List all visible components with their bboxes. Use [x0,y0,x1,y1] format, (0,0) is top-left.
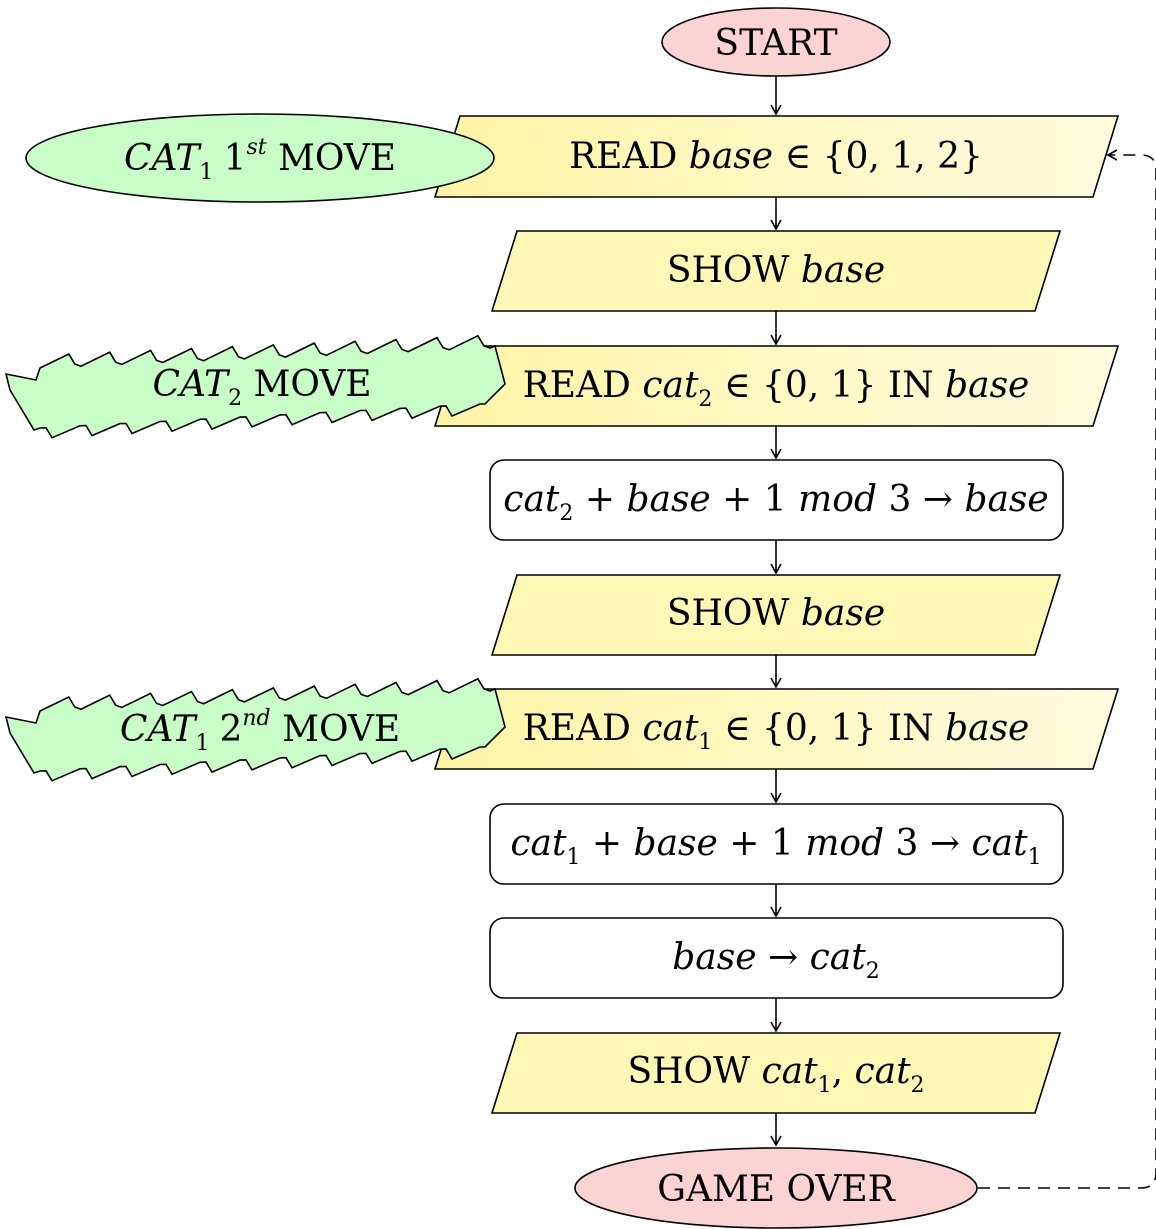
show-base-label-1: SHOW base [667,250,885,291]
calc-cat1-node: cat1 + base + 1 mod 3 → cat1 [489,803,1064,885]
comment-cat1-second-name: CAT [120,709,199,750]
comment-cat1-second-sup: nd [242,706,270,731]
comment-cat2-move: CAT2 MOVE [4,334,506,439]
comment-cat1-first-name: CAT [124,138,203,179]
read-cat2-label: READ cat2 ∈ {0, 1} IN base [523,365,1030,412]
start-label: START [714,23,837,64]
game-over-label: GAME OVER [657,1169,895,1210]
loop-back-arrow [978,149,1156,1189]
comment-cat2-name: CAT [152,364,231,405]
show-cats-node: SHOW cat1, cat2 [490,1032,1062,1114]
flow-arrows [770,76,1156,1189]
comment-cat1-second-rest: MOVE [271,709,400,750]
comment-cat1-first-sub: 1 [200,160,214,185]
assign-cat2-node: base → cat2 [489,917,1064,999]
show-base-label-2: SHOW base [667,593,885,634]
comment-cat1-first-sup: st [246,135,266,160]
show-base-node-2: SHOW base [490,574,1062,656]
show-base-node-1: SHOW base [490,230,1062,312]
start-node: START [661,7,891,77]
calc-base-node: cat2 + base + 1 mod 3 → base [489,459,1064,541]
calc-base-label: cat2 + base + 1 mod 3 → base [503,479,1048,526]
read-base-label: READ base ∈ {0, 1, 2} [569,136,983,177]
svg-text:CAT2 MOVE: CAT2 MOVE [152,364,371,411]
game-over-node: GAME OVER [574,1147,978,1229]
comment-cat1-second-ordinal: 2 [219,709,242,750]
comment-cat1-second-sub: 1 [195,731,209,756]
comment-cat2-rest: MOVE [242,364,371,405]
comment-cat2-sub: 2 [228,386,242,411]
comment-cat1-first-ordinal: 1 [224,138,247,179]
calc-cat1-label: cat1 + base + 1 mod 3 → cat1 [510,823,1041,870]
comment-cat1-first-rest: MOVE [267,138,396,179]
read-cat1-label: READ cat1 ∈ {0, 1} IN base [523,708,1030,755]
assign-cat2-label: base → cat2 [672,937,879,984]
show-cats-label: SHOW cat1, cat2 [627,1051,924,1098]
